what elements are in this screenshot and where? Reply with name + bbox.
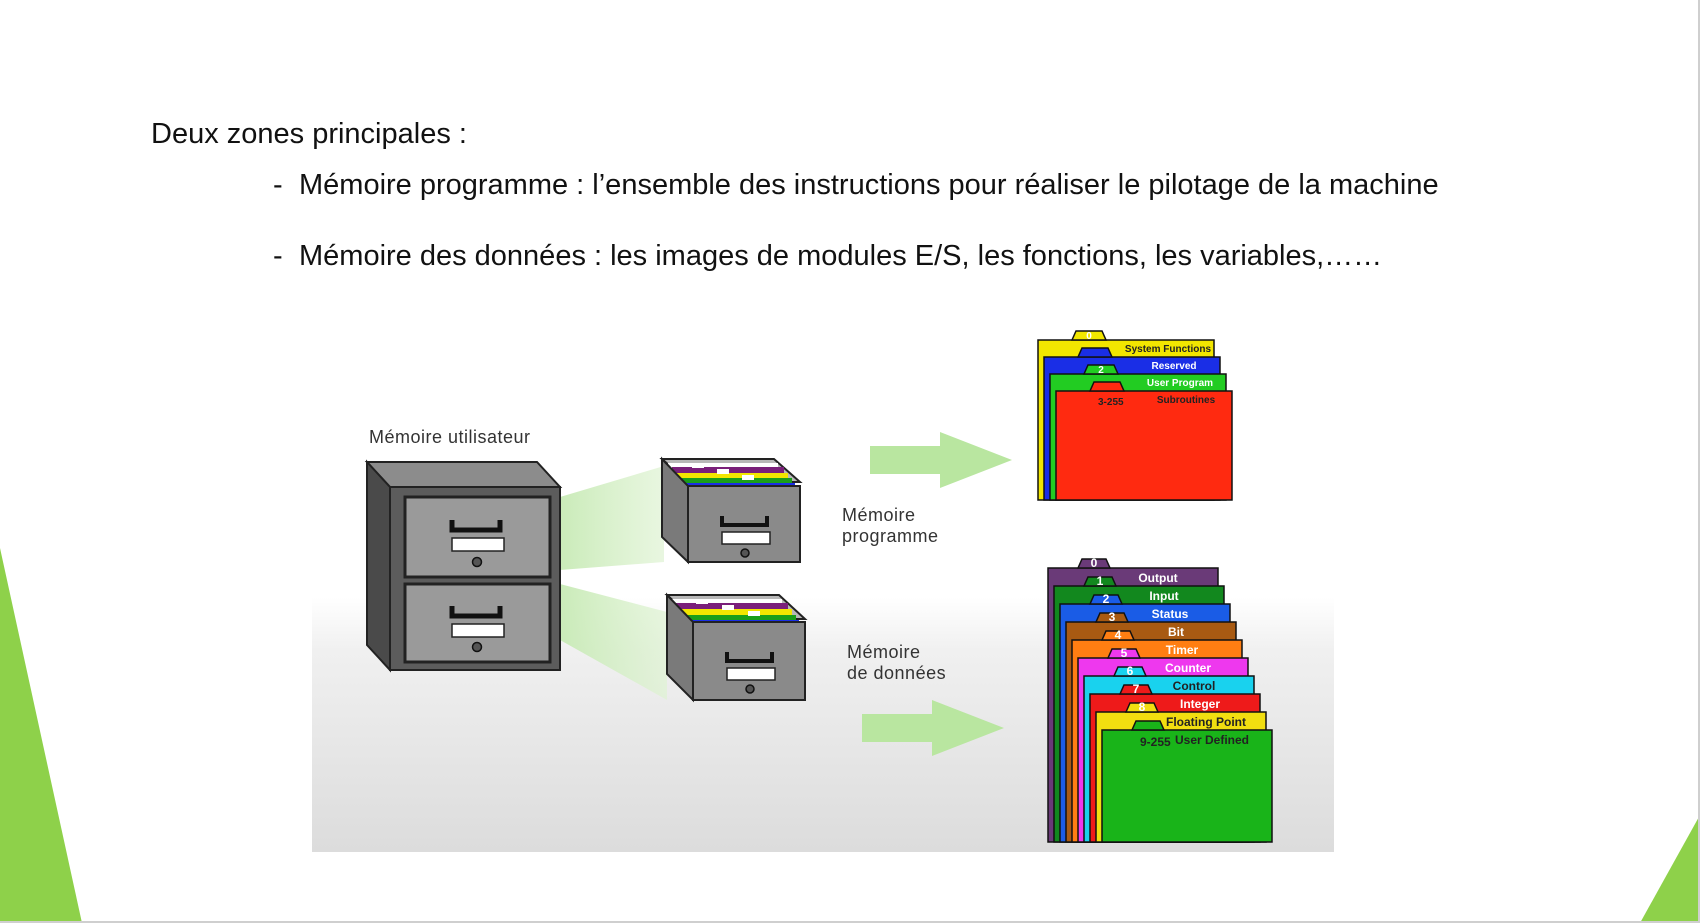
file-label: Floating Point <box>1166 715 1246 729</box>
program-memory-label-line1: Mémoire <box>842 505 916 525</box>
data-memory-label-line2: de données <box>847 663 947 683</box>
file-number: 0 <box>1091 556 1098 570</box>
data-beam <box>560 584 667 700</box>
bullet-data-memory: -Mémoire des données : les images de mod… <box>273 240 1382 273</box>
file-number: 9-255 <box>1140 735 1171 749</box>
file-label: Integer <box>1180 697 1220 711</box>
program-arrow-icon <box>870 432 1012 488</box>
file-number: 3-255 <box>1098 397 1124 408</box>
data-memory-label: Mémoire de données <box>847 642 946 684</box>
cabinet-label: Mémoire utilisateur <box>369 427 531 447</box>
file-number: 4 <box>1115 628 1122 642</box>
file-label: Input <box>1149 589 1178 603</box>
file-number: 8 <box>1139 700 1146 714</box>
left-accent-triangle <box>0 548 82 923</box>
bullet-dash: - <box>273 169 283 201</box>
file-label: Bit <box>1168 625 1184 639</box>
file-number: 3 <box>1109 610 1116 624</box>
file-folder: 3-255 Subroutines <box>1055 381 1233 501</box>
file-label: System Functions <box>1125 344 1212 355</box>
slide-heading: Deux zones principales : <box>151 118 467 150</box>
file-label: Timer <box>1166 643 1199 657</box>
file-label: Subroutines <box>1157 395 1216 406</box>
data-memory-label-line1: Mémoire <box>847 642 921 662</box>
file-label: Reserved <box>1151 361 1196 372</box>
file-number: 6 <box>1127 664 1134 678</box>
program-memory-label-line2: programme <box>842 526 939 546</box>
file-number: 2 <box>1098 365 1104 376</box>
bullet-program-memory: -Mémoire programme : l’ensemble des inst… <box>273 169 1439 202</box>
bullet-dash: - <box>273 240 283 272</box>
program-drawer-icon <box>659 456 803 565</box>
file-number: 0 <box>1086 331 1092 342</box>
file-label: Counter <box>1165 661 1211 675</box>
file-number: 1 <box>1097 574 1104 588</box>
file-label: Status <box>1152 607 1189 621</box>
file-label: User Program <box>1147 378 1213 389</box>
file-folder: 9-255 User Defined <box>1101 720 1273 843</box>
file-number: 5 <box>1121 646 1128 660</box>
file-label: User Defined <box>1175 733 1249 747</box>
program-beam <box>560 466 664 570</box>
file-number: 2 <box>1103 592 1110 606</box>
bullet-text: Mémoire des données : les images de modu… <box>299 240 1383 272</box>
data-drawer-icon <box>664 592 808 703</box>
data-arrow-icon <box>862 700 1004 756</box>
bullet-text: Mémoire programme : l’ensemble des instr… <box>299 169 1439 201</box>
file-label: Output <box>1138 571 1177 585</box>
program-memory-label: Mémoire programme <box>842 505 939 547</box>
right-accent-triangle <box>1640 815 1700 923</box>
file-number: 7 <box>1133 682 1140 696</box>
filing-cabinet-icon <box>364 459 563 673</box>
file-label: Control <box>1173 679 1216 693</box>
